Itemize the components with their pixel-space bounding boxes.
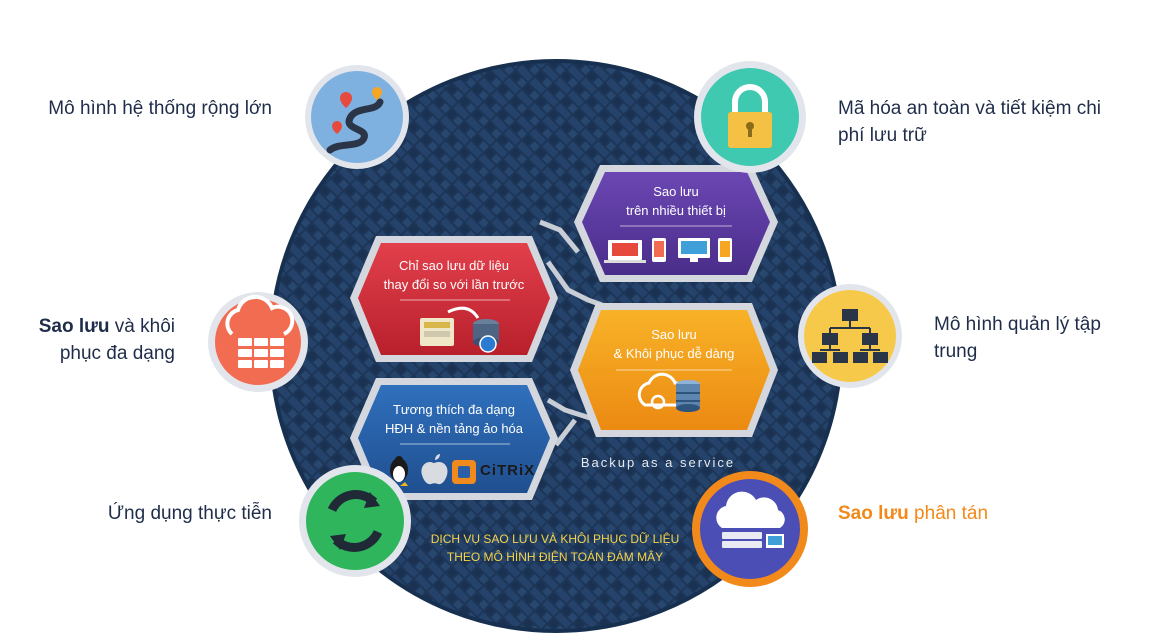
os-logos-icon [390,454,476,486]
citrix-logo: CiTRiX [480,462,536,479]
hex-multi-device-line2: trên nhiều thiết bị [626,203,726,218]
feature-secure-encryption-line1: Mã hóa an toàn và tiết kiệm chi [838,98,1101,119]
feature-diverse-restore-rest: và khôi [109,316,175,337]
hex-incremental-backup-line2: thay đổi so với lần trước [383,277,525,292]
hex-easy-restore [570,303,778,437]
service-label: Backup as a service [580,455,736,470]
hex-platform-compat-text: Tương thích đa dạng HĐH & nền tảng ảo hó… [372,400,536,438]
center-caption-line1: DỊCH VỤ SAO LƯU VÀ KHÔI PHỤC DỮ LIỆU [430,532,680,546]
hex-incremental-backup [350,236,558,362]
feature-practical-use-label: Ứng dụng thực tiễn [107,503,272,524]
feature-distributed-backup: Sao lưu phân tán [838,500,1088,527]
badge-hierarchy [798,284,902,388]
badge-cloud-network [692,471,808,587]
data-transfer-icon [420,306,499,353]
feature-secure-encryption-line2: phí lưu trữ [838,125,927,146]
feature-diverse-restore-line2: phục đa dạng [59,343,175,364]
center-caption-line2: THEO MÔ HÌNH ĐIỆN TOÁN ĐÁM MÂY [446,550,664,564]
hex-platform-compat-line1: Tương thích đa dạng [392,402,516,417]
hex-easy-restore-text: Sao lưu & Khôi phục dễ dàng [592,325,756,363]
hex-easy-restore-line1: Sao lưu [651,327,697,342]
hex-platform-compat-line2: HĐH & nền tảng ảo hóa [384,421,524,436]
feature-secure-encryption: Mã hóa an toàn và tiết kiệm chi phí lưu … [838,95,1148,149]
badge-refresh [299,465,411,577]
feature-large-system-label: Mô hình hệ thống rộng lớn [48,98,272,119]
feature-central-management: Mô hình quản lý tập trung [934,311,1134,365]
feature-central-management-line1: Mô hình quản lý tập [934,314,1101,335]
feature-distributed-backup-bold: Sao lưu [838,503,909,524]
feature-distributed-backup-rest: phân tán [908,503,989,524]
badge-padlock [694,61,806,173]
hex-multi-device-text: Sao lưu trên nhiều thiết bị [596,182,756,220]
cloud-database-icon [637,372,700,412]
feature-diverse-restore-bold: Sao lưu [38,316,110,337]
hex-platform-compat [350,378,558,500]
feature-large-system: Mô hình hệ thống rộng lớn [20,95,272,122]
hex-incremental-backup-line1: Chỉ sao lưu dữ liệu [399,258,509,273]
badge-map-route [305,65,409,169]
center-caption: DỊCH VỤ SAO LƯU VÀ KHÔI PHỤC DỮ LIỆU THE… [400,530,710,566]
hex-easy-restore-line2: & Khôi phục dễ dàng [613,346,735,361]
feature-diverse-restore: Sao lưu và khôi phục đa dạng [20,313,175,367]
hex-multi-device [574,165,778,282]
feature-practical-use: Ứng dụng thực tiễn [20,500,272,527]
hex-multi-device-line1: Sao lưu [653,184,699,199]
hex-incremental-backup-text: Chỉ sao lưu dữ liệu thay đổi so với lần … [372,256,536,294]
badge-cloud-server [208,292,308,392]
feature-central-management-line2: trung [934,341,978,362]
hex-connectors [539,219,603,447]
devices-icon [604,238,732,263]
